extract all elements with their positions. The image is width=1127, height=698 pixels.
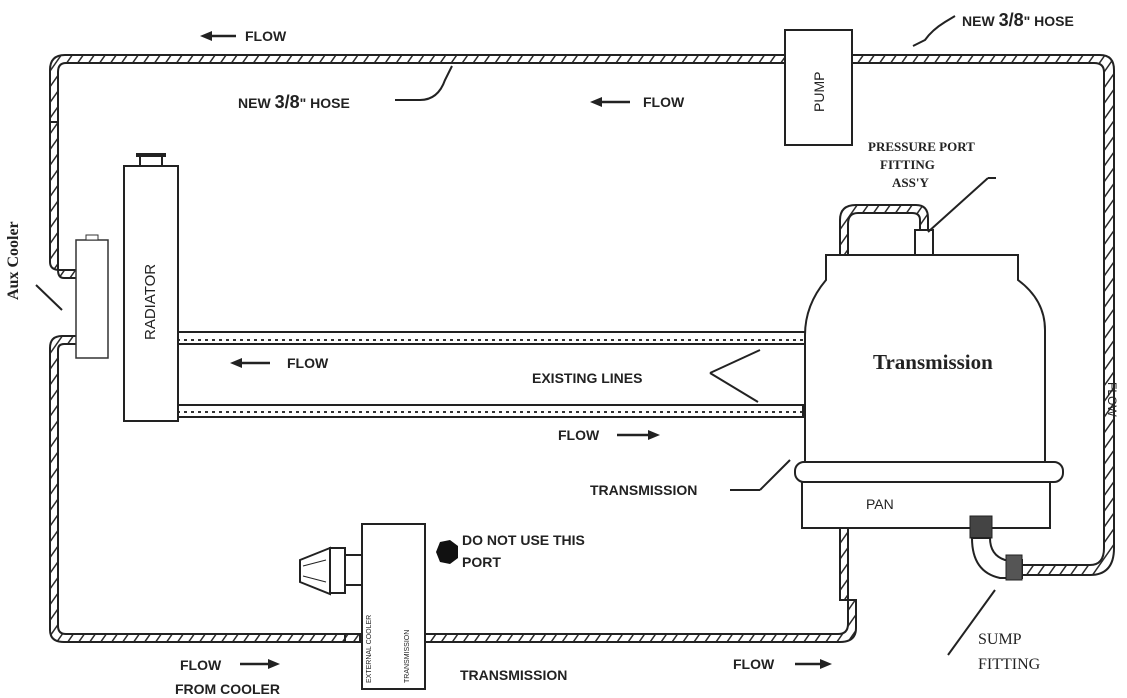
hose-label-right-frac: 3/8	[998, 10, 1024, 30]
arrow-right-icon	[617, 430, 660, 440]
existing-lines-label: EXISTING LINES	[532, 370, 643, 386]
pump-box	[784, 29, 853, 146]
do-not-use-line-2: PORT	[462, 554, 501, 570]
aux-cooler-label: Aux Cooler	[5, 221, 22, 300]
hose-label-left-pre: NEW	[238, 95, 271, 111]
arrow-right-icon	[795, 659, 832, 669]
hose-label-right-post: " HOSE	[1023, 13, 1074, 29]
radiator	[123, 153, 179, 422]
transmission-line-label: TRANSMISSION	[590, 482, 698, 498]
flow-label-bottom-right: FLOW	[733, 656, 775, 672]
aux-cooler	[35, 234, 109, 359]
arrow-left-icon	[200, 31, 236, 41]
hose-label-left-frac: 3/8	[274, 92, 300, 112]
flow-label-bottom-left: FLOW	[180, 657, 222, 673]
flow-label-right-edge: FLOW	[1105, 382, 1119, 417]
existing-lines	[177, 331, 829, 418]
pressure-port-line-1: PRESSURE PORT	[868, 139, 975, 154]
arrow-left-icon	[230, 358, 270, 368]
radiator-label: RADIATOR	[142, 263, 159, 340]
sump-label-line-2: FITTING	[978, 656, 1041, 673]
hose-bottom-right	[344, 599, 857, 643]
transmission-bottom-label: TRANSMISSION	[460, 667, 568, 683]
flow-label-top-left: FLOW	[245, 28, 287, 44]
hose-label-left-post: " HOSE	[299, 95, 350, 111]
pressure-port-line-3: ASS'Y	[892, 175, 929, 190]
pump-label: PUMP	[811, 71, 827, 112]
stop-octagon-icon	[436, 540, 458, 564]
pan-label: PAN	[866, 496, 894, 512]
arrow-right-icon	[240, 659, 280, 669]
cooler-side-label-1: EXTERNAL COOLER	[366, 614, 373, 683]
external-cooler	[299, 523, 458, 690]
do-not-use-line-1: DO NOT USE THIS	[462, 532, 585, 548]
cooler-side-label-2: TRANSMISSION	[404, 629, 411, 683]
hose-label-right: NEW 3/8" HOSE	[962, 11, 1074, 29]
hose-label-right-pre: NEW	[962, 13, 995, 29]
flow-label-existing-mid: FLOW	[558, 427, 600, 443]
sump-fitting	[947, 515, 1023, 656]
flow-label-top-mid: FLOW	[643, 94, 685, 110]
transmission-title: Transmission	[873, 350, 993, 374]
arrow-left-icon	[590, 97, 630, 107]
hose-label-left: NEW 3/8" HOSE	[238, 93, 350, 111]
sump-label-line-1: SUMP	[978, 631, 1022, 648]
flow-label-existing-left: FLOW	[287, 355, 329, 371]
pressure-port-line-2: FITTING	[880, 157, 935, 172]
pointer-lines	[395, 15, 956, 491]
transmission-body	[794, 177, 1064, 529]
from-cooler-label: FROM COOLER	[175, 681, 280, 697]
flow-arrows	[200, 31, 832, 669]
